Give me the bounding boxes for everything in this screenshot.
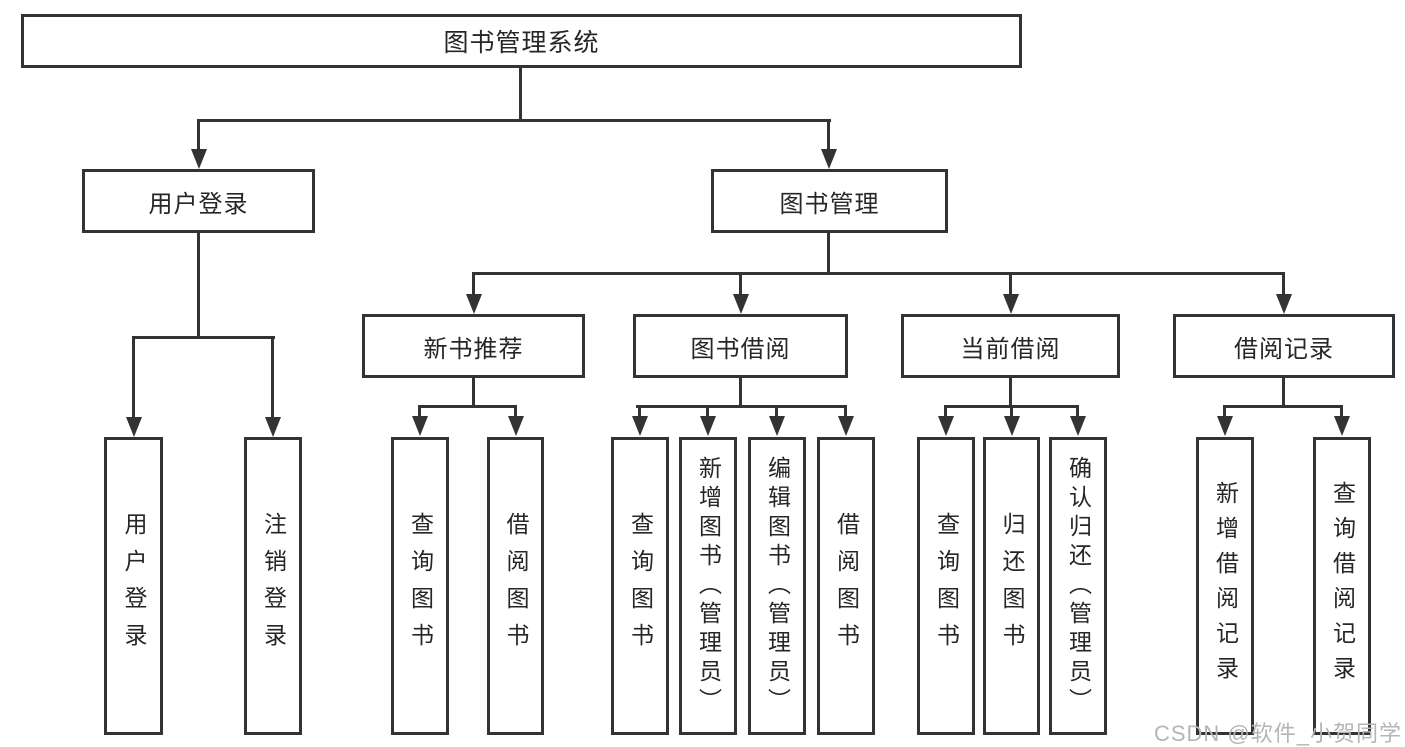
connector-line <box>739 272 742 296</box>
connector-line <box>514 405 517 417</box>
connector-line <box>418 405 421 417</box>
connector-line <box>132 336 135 418</box>
connector-line <box>1340 405 1343 417</box>
arrow-down-icon <box>938 416 954 436</box>
connector-line <box>1010 405 1013 417</box>
arrow-down-icon <box>632 416 648 436</box>
arrow-down-icon <box>412 416 428 436</box>
connector-line <box>418 405 517 408</box>
connector-line <box>827 233 830 274</box>
node-current-borrowing: 当前借阅 <box>901 314 1120 378</box>
leaf-confirm-return-admin: 确认归还（管理员） <box>1049 437 1107 735</box>
connector-line <box>132 336 275 339</box>
connector-line <box>472 378 475 407</box>
arrow-down-icon <box>1003 294 1019 314</box>
leaf-return-books: 归还图书 <box>983 437 1040 735</box>
node-book-borrowing: 图书借阅 <box>633 314 848 378</box>
arrow-down-icon <box>1276 294 1292 314</box>
node-borrowing-records: 借阅记录 <box>1173 314 1395 378</box>
leaf-query-books-borrow: 查询图书 <box>611 437 669 735</box>
connector-line <box>1223 405 1343 408</box>
leaf-query-books-recommend: 查询图书 <box>391 437 449 735</box>
arrow-down-icon <box>126 417 142 437</box>
arrow-down-icon <box>191 149 207 169</box>
connector-line <box>739 378 742 407</box>
leaf-borrow-books: 借阅图书 <box>817 437 875 735</box>
leaf-query-borrow-record: 查询借阅记录 <box>1313 437 1371 735</box>
watermark: CSDN @软件_小贺同学 <box>1153 721 1402 746</box>
arrow-down-icon <box>1070 416 1086 436</box>
connector-line <box>197 233 200 338</box>
arrow-down-icon <box>508 416 524 436</box>
leaf-add-borrow-record: 新增借阅记录 <box>1196 437 1254 735</box>
connector-line <box>944 405 947 417</box>
arrow-down-icon <box>700 416 716 436</box>
connector-line <box>775 405 778 417</box>
node-user-login: 用户登录 <box>82 169 315 233</box>
arrow-down-icon <box>821 149 837 169</box>
connector-line <box>1223 405 1226 417</box>
connector-line <box>1282 378 1285 407</box>
leaf-edit-book-admin: 编辑图书（管理员） <box>748 437 806 735</box>
connector-line <box>1282 272 1285 296</box>
connector-line <box>1009 378 1012 407</box>
connector-line <box>519 68 522 121</box>
connector-line <box>1009 272 1012 296</box>
connector-line <box>827 119 830 150</box>
connector-line <box>636 405 847 408</box>
node-library-system: 图书管理系统 <box>21 14 1022 68</box>
connector-line <box>472 272 475 296</box>
arrow-down-icon <box>1217 416 1233 436</box>
arrow-down-icon <box>1334 416 1350 436</box>
connector-line <box>472 272 1285 275</box>
arrow-down-icon <box>1004 416 1020 436</box>
connector-line <box>1076 405 1079 417</box>
node-book-management: 图书管理 <box>711 169 948 233</box>
arrow-down-icon <box>265 417 281 437</box>
arrow-down-icon <box>838 416 854 436</box>
leaf-query-books-current: 查询图书 <box>917 437 975 735</box>
arrow-down-icon <box>769 416 785 436</box>
connector-line <box>706 405 709 417</box>
connector-line <box>197 119 200 150</box>
leaf-logout: 注销登录 <box>244 437 302 735</box>
connector-line <box>271 336 274 418</box>
leaf-user-login: 用户登录 <box>104 437 163 735</box>
arrow-down-icon <box>733 294 749 314</box>
arrow-down-icon <box>466 294 482 314</box>
leaf-add-book-admin: 新增图书（管理员） <box>679 437 737 735</box>
connector-line <box>197 119 831 122</box>
leaf-borrow-books-recommend: 借阅图书 <box>487 437 544 735</box>
connector-line <box>638 405 641 417</box>
connector-line <box>844 405 847 417</box>
node-new-book-recommendation: 新书推荐 <box>362 314 585 378</box>
